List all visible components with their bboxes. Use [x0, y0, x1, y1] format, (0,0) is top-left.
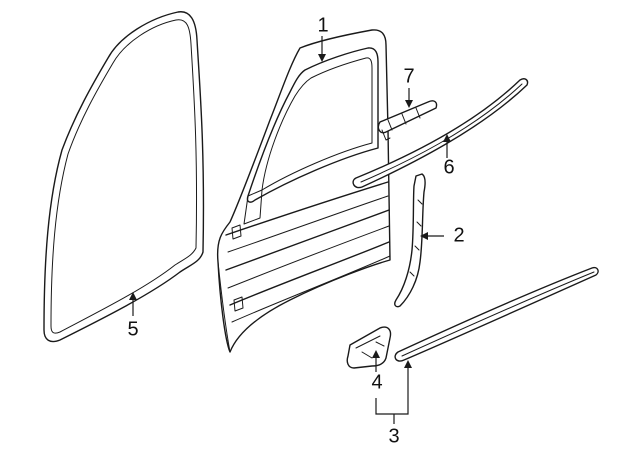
callout-4: 4	[371, 371, 382, 393]
callout-7: 7	[403, 65, 414, 87]
weatherstrip-seal	[43, 11, 205, 343]
callout-1: 1	[317, 14, 328, 36]
leader-3-bracket	[375, 398, 409, 415]
door-shell	[216, 29, 391, 353]
callout-5: 5	[127, 318, 138, 340]
callout-3: 3	[388, 425, 399, 447]
door-stiffener	[394, 173, 426, 308]
callout-6: 6	[443, 156, 454, 178]
trim-clip	[377, 100, 438, 141]
callout-2: 2	[453, 224, 464, 246]
rocker-molding	[394, 266, 599, 362]
bracket	[346, 326, 392, 369]
